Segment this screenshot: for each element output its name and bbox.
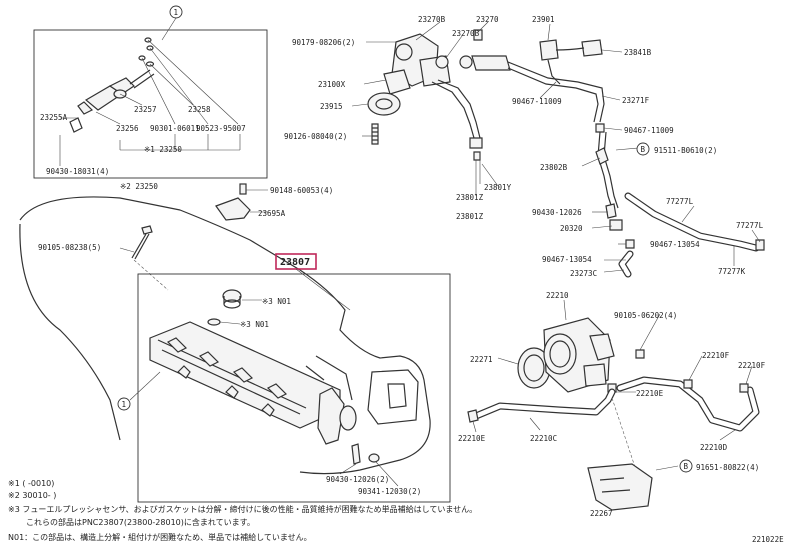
label-77277L: 77277L <box>666 197 694 206</box>
label-90523: 90523-95007 <box>196 124 246 133</box>
label-77277L-2: 77277L <box>736 221 764 230</box>
pressure-sensor <box>222 289 262 309</box>
fuel-rail-box-frame <box>137 273 451 503</box>
sensor-gasket <box>207 318 241 326</box>
label-90467-13054b: 90467-13054 <box>542 255 592 264</box>
label-N01-a: ※3 N01 <box>262 297 291 306</box>
label-22210: 22210 <box>546 291 569 300</box>
label-90467-13054a: 90467-13054 <box>650 240 700 249</box>
bracket-22267 <box>587 463 653 511</box>
callout-circle-1-text: 1 <box>174 8 179 17</box>
label-77277K: 77277K <box>718 267 746 276</box>
label-90430-12026a: 90430-12026 <box>532 208 582 217</box>
callout-circle-B-top <box>636 142 650 156</box>
label-23250-note: ※1 23250 <box>144 145 182 154</box>
injector-seals <box>69 37 155 133</box>
label-22210E-b: 22210E <box>458 434 486 443</box>
label-91651: 91651-80822(4) <box>696 463 759 472</box>
vacuum-sensor-hoses <box>539 39 765 278</box>
label-90467-11009a: 90467-11009 <box>512 97 562 106</box>
label-90179: 90179-08206(2) <box>292 38 355 47</box>
label-N01-b: ※3 N01 <box>240 320 269 329</box>
label-23273C: 23273C <box>570 269 597 278</box>
cylinder-head-lower <box>19 223 121 441</box>
label-90341: 90341-12030(2) <box>358 487 421 496</box>
label-22210F-b: 22210F <box>738 361 766 370</box>
fuel-pump-assembly <box>367 29 605 161</box>
callout-circle-B-bottom-text: B <box>684 462 689 471</box>
fuel-rail <box>149 321 357 445</box>
label-91511: 91511-B0610(2) <box>654 146 717 155</box>
right-leaders <box>539 23 761 273</box>
label-23801Z-b: 23801Z <box>456 212 484 221</box>
callout-circle-B-bottom <box>679 459 693 473</box>
label-23901: 23901 <box>532 15 555 24</box>
leader <box>161 17 177 41</box>
label-23802B: 23802B <box>540 163 568 172</box>
injector-group: 1 <box>33 5 268 179</box>
footnote-5: N01：この部品は、構造上分解・組付けが困難なため、単品では補給していません。 <box>8 532 312 542</box>
footnote-1: ※1 ( -0010) <box>8 479 54 488</box>
label-23801Y: 23801Y <box>484 183 512 192</box>
injector-box-frame <box>33 29 268 179</box>
cylinder-head-outline <box>19 196 431 475</box>
label-23270: 23270 <box>476 15 499 24</box>
label-23270B: 23270B <box>418 15 446 24</box>
label-23801Z-a: 23801Z <box>456 193 484 202</box>
fuel-rail-box: 23807 ※3 N01 ※3 N01 <box>117 253 451 503</box>
injector-leaders <box>59 39 241 166</box>
bolt-90105-08238 <box>119 225 169 291</box>
label-90467-11009b: 90467-11009 <box>624 126 674 135</box>
label-23255A: 23255A <box>40 113 68 122</box>
label-22210C: 22210C <box>530 434 557 443</box>
footnote-3: ※3 フューエルプレッシャセンサ、およびガスケットは分解・締付けに後の性能・品質… <box>8 504 477 514</box>
label-23258: 23258 <box>188 105 211 114</box>
label-22210D: 22210D <box>700 443 728 452</box>
water-hoses <box>467 376 760 511</box>
callout-circle-B-top-text: B <box>641 145 646 154</box>
label-23270B-2: 23270B <box>452 29 480 38</box>
label-22210E-a: 22210E <box>636 389 664 398</box>
label-90105-08238: 90105-08238(5) <box>38 243 101 252</box>
boxed-part-number: 23807 <box>280 257 310 268</box>
label-23695A: 23695A <box>258 209 286 218</box>
label-22210F-a: 22210F <box>702 351 730 360</box>
label-23257: 23257 <box>134 105 157 114</box>
label-90301: 90301-06011 <box>150 124 200 133</box>
throttle-body <box>517 317 645 393</box>
fuel-injector <box>77 69 155 115</box>
label-23100X: 23100X <box>318 80 346 89</box>
diagram-code: 221022E <box>752 535 784 544</box>
label-23841B: 23841B <box>624 48 652 57</box>
callout-circle-1-lower-text: 1 <box>122 400 127 409</box>
label-23271F: 23271F <box>622 96 650 105</box>
bracket-23695A <box>215 183 268 221</box>
rail-bolts <box>339 443 399 487</box>
label-90126: 90126-08040(2) <box>284 132 347 141</box>
label-90148: 90148-60053(4) <box>270 186 333 195</box>
label-20320: 20320 <box>560 224 583 233</box>
label-23256: 23256 <box>116 124 139 133</box>
label-23915: 23915 <box>320 102 343 111</box>
label-90105-06202: 90105-06202(4) <box>614 311 677 320</box>
label-23250-2: ※2 23250 <box>120 182 158 191</box>
gasket-port <box>367 369 419 425</box>
label-90430-12026b: 90430-12026(2) <box>326 475 389 484</box>
label-90430-18031: 90430-18031(4) <box>46 167 109 176</box>
callout-circle-1-lower <box>117 397 131 411</box>
footnotes: ※1 ( -0010) ※2 30010- ) ※3 フューエルプレッシャセンサ… <box>8 479 477 542</box>
footnote-4: これらの部品はPNC23807(23800-28010)に含まれています。 <box>26 517 255 527</box>
pump-leaders <box>351 21 499 196</box>
label-22271: 22271 <box>470 355 493 364</box>
footnote-2: ※2 30010- ) <box>8 491 56 500</box>
label-22267: 22267 <box>590 509 613 518</box>
